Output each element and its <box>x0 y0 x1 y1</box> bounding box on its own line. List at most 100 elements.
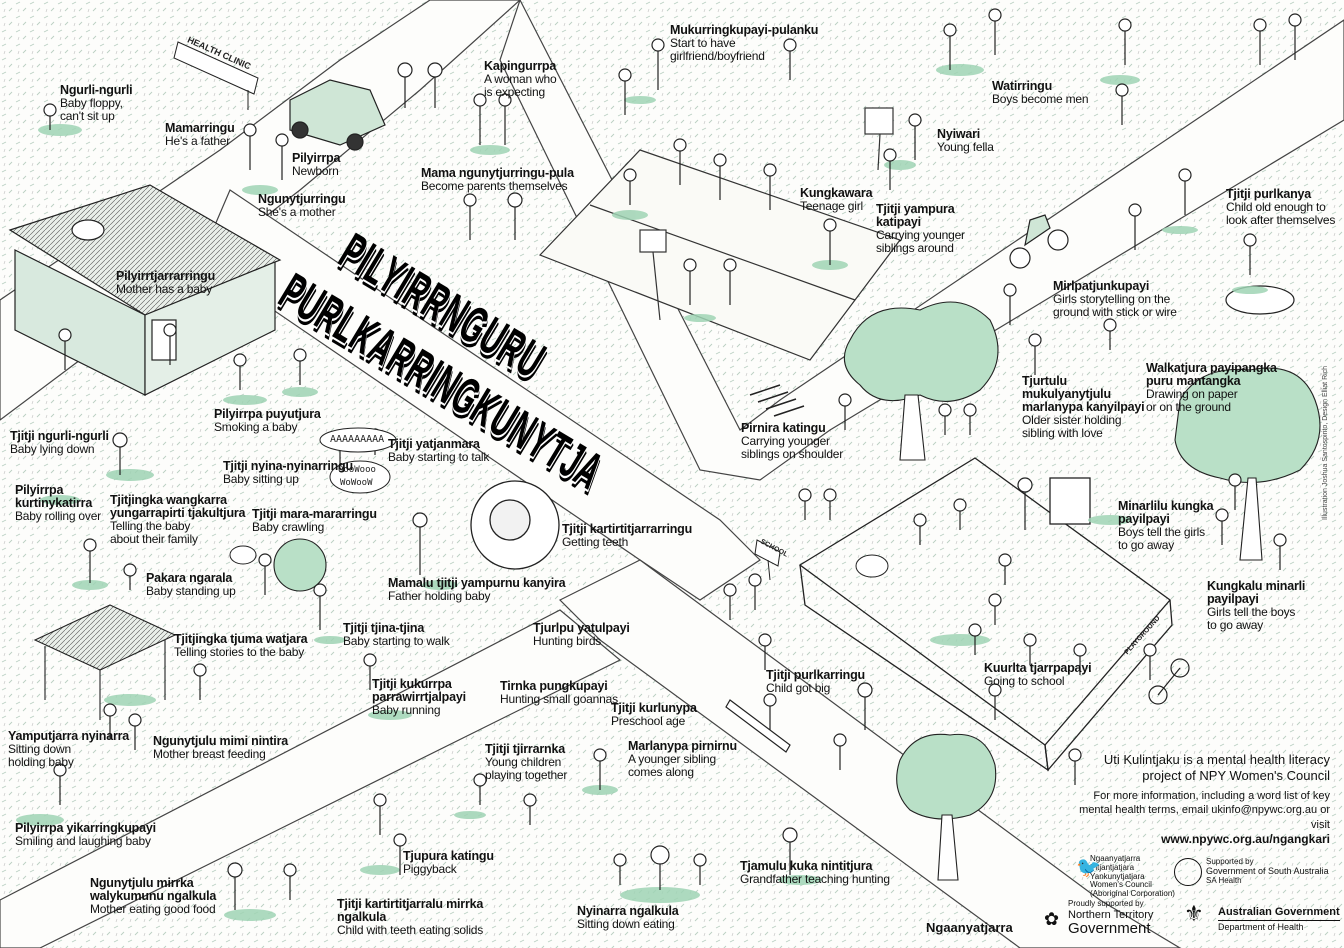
label-title: Pilyirrpa kurtinykatirra <box>15 483 93 511</box>
label-title: Ngunytjulu mimi nintira <box>153 734 288 748</box>
label-sub: Girls storytelling on the <box>1053 292 1171 307</box>
label-title: Tjurlpu yatulpayi <box>533 621 630 635</box>
label-sub: Telling stories to the baby <box>174 645 305 660</box>
label-sub: sibling with love <box>1022 425 1103 440</box>
label-sub: Newborn <box>292 164 339 179</box>
info-website-link[interactable]: www.npywc.org.au/ngangkari <box>1161 832 1330 847</box>
crosswalk <box>749 384 805 417</box>
label-title: Pakara ngarala <box>146 571 233 585</box>
label-title: Tjitjingka wangkarra yungarrapirti tjaku… <box>110 493 246 521</box>
label-title: Tjitji kukurrpa parrawirrtjalpayi <box>372 677 466 705</box>
label-sub: Sitting down eating <box>577 917 675 932</box>
nt-supported: Proudly supported by <box>1068 899 1144 908</box>
label-sub: Baby rolling over <box>15 509 101 524</box>
label-sub: Preschool age <box>611 714 686 729</box>
label-title: Mama ngunytjurringu-pula <box>421 166 574 180</box>
npy-line: Ngaanyatjarra <box>1090 854 1141 863</box>
school-signpost <box>754 539 781 581</box>
label-title: Tjitji kartirtitjarralu mirrka ngalkula <box>337 897 484 925</box>
label-sub: Baby sitting up <box>223 472 299 487</box>
label-sub: to go away <box>1118 537 1175 552</box>
people-figures <box>43 8 1302 910</box>
seesaw <box>725 699 791 753</box>
label-title: Tjitji purlkarringu <box>766 668 865 682</box>
label-title: Marlanypa pirnirnu <box>628 739 737 753</box>
npy-logo: 🐦 Ngaanyatjarra Pitjantjatjara Yankunytj… <box>1076 854 1175 899</box>
label-sub: Teenage girl <box>800 199 863 214</box>
label-title: Walkatjura payipangka puru mantangka <box>1146 361 1277 389</box>
label-title: Kuurlta tjarrpapayi <box>984 661 1092 675</box>
label-title: Ngurli-ngurli <box>60 83 133 97</box>
label-title: Tjitji yampura katipayi <box>876 202 955 230</box>
label-title: Pilyirrpa yikarringkupayi <box>15 821 156 835</box>
label-sub: Smoking a baby <box>214 420 298 435</box>
label-sub: Father holding baby <box>388 589 491 604</box>
label-sub: Boys tell the girls <box>1118 525 1205 540</box>
label-title: Tjitji ngurli-ngurli <box>10 429 109 443</box>
label-sub: Start to have <box>670 36 736 51</box>
aus-dept: Department of Health <box>1218 922 1304 933</box>
label-sub: siblings on shoulder <box>741 446 844 461</box>
label-sub: Baby running <box>372 703 441 718</box>
shade-shelter <box>33 604 177 720</box>
label-title: Tjurtulu mukulyanytjulu marlanypa kanyil… <box>1022 374 1145 415</box>
label-title: Pilyirrtjarrarringu <box>116 269 216 283</box>
label-title: Mamarringu <box>165 121 235 135</box>
label-sub: to go away <box>1207 617 1264 632</box>
label-title: Ngunytjurringu <box>258 192 346 206</box>
label-sub: Going to school <box>984 674 1065 689</box>
label-sub: Mother breast feeding <box>153 747 266 762</box>
house <box>8 184 282 396</box>
speech-aaa: AAAAAAAAA <box>330 434 385 445</box>
label-sub: Piggyback <box>403 862 457 877</box>
nt-gov-logo: ✿ Proudly supported by Northern Territor… <box>1044 899 1153 937</box>
label-sub: Older sister holding <box>1022 413 1122 428</box>
label-title: Tjitji kurlunypa <box>611 701 697 715</box>
label-sub: Child old enough to <box>1226 200 1326 215</box>
label-title: Mirlpatjunkupayi <box>1053 279 1150 293</box>
label-sub: ground with stick or wire <box>1053 304 1177 319</box>
label-tjitjingka-wangkarra: Tjitjingka wangkarra yungarrapirti tjaku… <box>110 493 250 546</box>
label-sub: comes along <box>628 764 694 779</box>
label-title: Tjitji nyina-nyinarringu <box>223 459 353 473</box>
label-sub: Baby lying down <box>10 442 95 457</box>
label-title: Pirnira katingu <box>741 421 826 435</box>
sa-supported: Supported by <box>1206 857 1254 866</box>
label-sub: Sitting down <box>8 742 71 757</box>
npy-line: Women's Council <box>1090 880 1152 890</box>
label-title: Pilyirrpa <box>292 151 341 165</box>
label-tjurtulu-mukulyanytjulu: Tjurtulu mukulyanytjulu marlanypa kanyil… <box>1022 374 1152 440</box>
sa-crest-icon <box>1174 858 1202 886</box>
label-sub: Hunting birds <box>533 634 602 649</box>
label-sub: Become parents themselves <box>421 179 568 194</box>
label-sub: She's a mother <box>258 205 336 220</box>
label-title: Tirnka pungkupayi <box>500 679 608 693</box>
thought-bubbles <box>229 427 889 578</box>
label-sub: Carrying younger <box>876 228 965 243</box>
npy-line: Yankunytjatjara <box>1090 871 1145 881</box>
info-line-3: For more information, including a word l… <box>1093 790 1330 803</box>
label-sub: about their family <box>110 531 198 546</box>
